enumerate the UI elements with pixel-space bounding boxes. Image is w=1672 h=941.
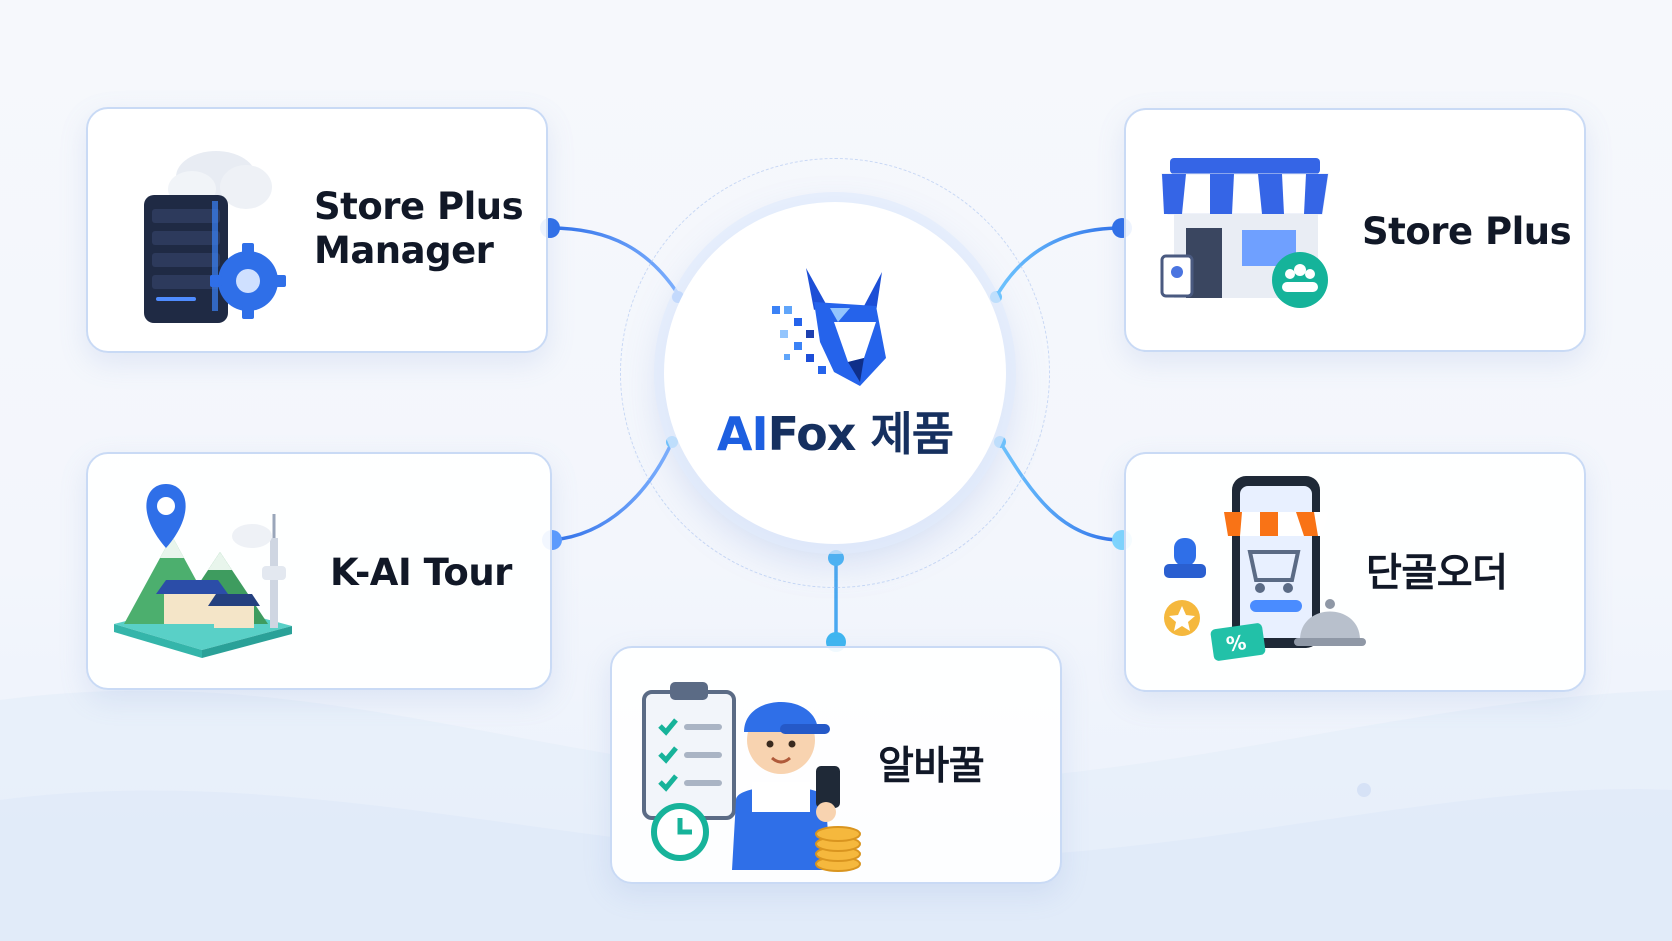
card-k-ai-tour[interactable]: K-AI Tour xyxy=(86,452,552,690)
card-dangol-order[interactable]: % 단골오더 xyxy=(1124,452,1586,692)
hub-title: AIFox 제품 xyxy=(664,398,1006,464)
fox-logo-icon xyxy=(772,268,886,386)
aifox-hub: AIFox 제품 xyxy=(664,202,1006,544)
card-label: Store Plus Manager xyxy=(314,185,524,273)
svg-text:%: % xyxy=(1225,630,1248,657)
map-pin-landscape-icon xyxy=(114,484,292,658)
worker-checklist-icon xyxy=(642,682,861,872)
card-label: K-AI Tour xyxy=(330,551,512,594)
server-cloud-gear-icon xyxy=(144,151,286,323)
card-label: 알바꿀 xyxy=(878,744,985,789)
mobile-shop-order-icon: % xyxy=(1164,476,1366,661)
card-store-plus-manager[interactable]: Store Plus Manager xyxy=(86,107,548,353)
card-label: Store Plus xyxy=(1362,210,1572,253)
hub-title-accent: AI xyxy=(716,407,769,461)
card-label: 단골오더 xyxy=(1366,551,1508,596)
hub-title-rest: Fox 제품 xyxy=(767,407,954,461)
storefront-icon xyxy=(1160,158,1329,308)
hub-ring xyxy=(620,158,1050,588)
card-store-plus[interactable]: Store Plus xyxy=(1124,108,1586,352)
card-albaggul[interactable]: 알바꿀 xyxy=(610,646,1062,884)
